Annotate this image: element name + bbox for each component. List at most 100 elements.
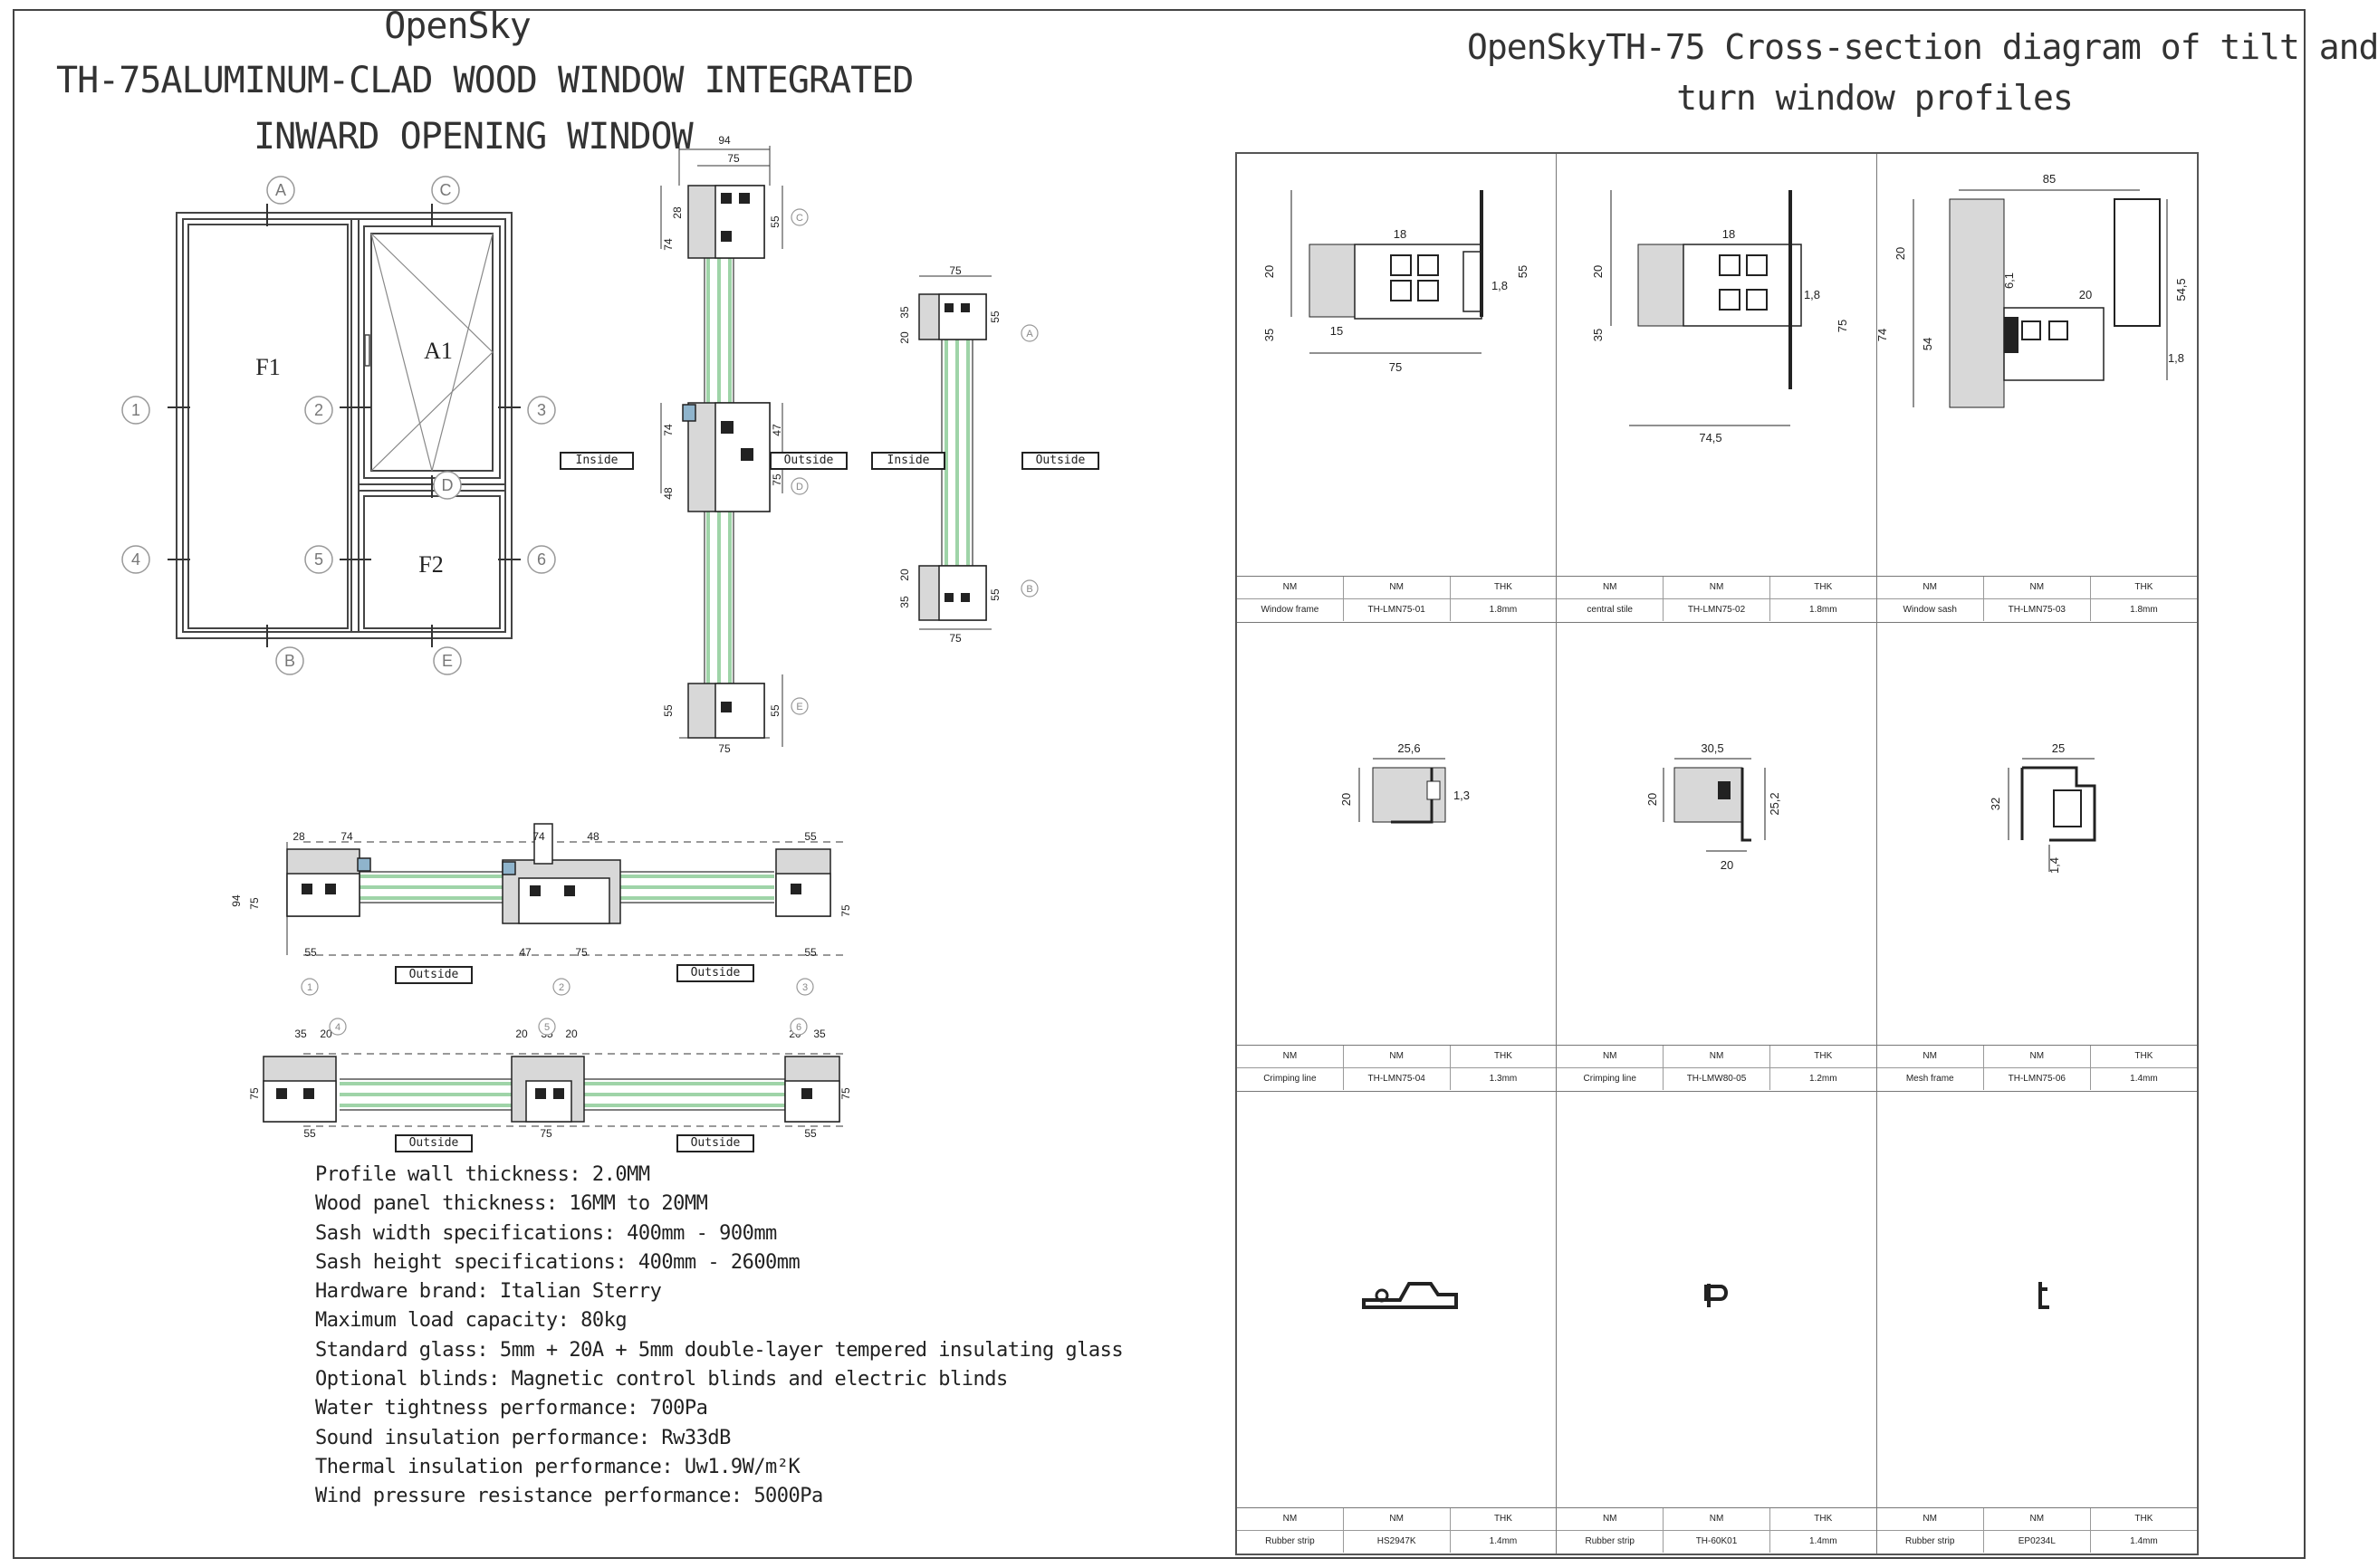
- profile-dim: 20: [1262, 265, 1276, 278]
- header-cell: THK: [1814, 1514, 1833, 1524]
- ss-dim-20: 20: [898, 331, 911, 344]
- header-cell: THK: [1493, 1051, 1512, 1061]
- hs-bot-dim-75c: 75: [839, 1087, 852, 1100]
- left-title-line3: INWARD OPENING WINDOW: [254, 116, 694, 158]
- profile-dim: 55: [1516, 265, 1529, 278]
- marker-2: 2: [314, 401, 323, 419]
- value-cell: 1.8mm: [1809, 605, 1837, 615]
- header-cell: NM: [1344, 1046, 1451, 1067]
- marker-4: 4: [131, 550, 140, 569]
- horizontal-section-top: 28 74 55 94 75 74 48 55 47 75 55 75 1 2 …: [230, 823, 852, 996]
- value-cell: TH-LMW80-05: [1664, 1068, 1770, 1090]
- vs-inside-tag: Inside: [560, 452, 634, 470]
- header-cell: NM: [1344, 577, 1451, 598]
- marker-C: C: [440, 181, 452, 199]
- profile-drawing: [1362, 1282, 1458, 1309]
- hs-bot-outside-tag-1: Outside: [395, 1134, 473, 1152]
- profile-dim: 18: [1722, 227, 1735, 241]
- value-cell: 1.3mm: [1489, 1074, 1518, 1084]
- value-cell: TH-LMN75-04: [1344, 1068, 1451, 1090]
- vs-dim-75: 75: [727, 152, 740, 165]
- header-cell: THK: [2134, 1051, 2153, 1061]
- vs-dim-55: 55: [769, 215, 781, 228]
- vs-outside-tag: Outside: [770, 452, 848, 470]
- hs-top-marker-1: 1: [307, 982, 312, 993]
- panel-F1: F1: [255, 354, 280, 380]
- right-title-line1: OpenSkyTH-75 Cross-section diagram of ti…: [1467, 27, 2378, 67]
- profile-drawing: [2038, 1282, 2049, 1309]
- spec-line: Wood panel thickness: 16MM to 20MM: [315, 1192, 708, 1216]
- value-cell: 1.4mm: [2130, 1074, 2158, 1084]
- profile-dim: 1,8: [1804, 288, 1820, 301]
- value-cell: TH-LMN75-01: [1344, 599, 1451, 621]
- spec-line: Profile wall thickness: 2.0MM: [315, 1163, 650, 1186]
- value-cell: 1.4mm: [2130, 1536, 2158, 1546]
- horizontal-section-bottom: 35 20 20 35 20 20 35 75 55 75 55 75 4 5 …: [248, 1018, 852, 1140]
- hs-top-marker-2: 2: [559, 982, 564, 993]
- value-cell: TH-LMN75-03: [1984, 599, 2091, 621]
- ss-marker-A: A: [1026, 329, 1033, 339]
- vs-marker-E: E: [796, 702, 802, 712]
- vs-dim-55b: 55: [662, 704, 675, 717]
- header-cell: NM: [1344, 1508, 1451, 1530]
- profile-dim: 54: [1921, 338, 1934, 350]
- hs-bot-dim-75b: 75: [540, 1127, 552, 1140]
- header-cell: NM: [1237, 1046, 1344, 1067]
- panel-A1: A1: [424, 338, 453, 364]
- value-cell: Rubber strip: [1237, 1531, 1344, 1553]
- hs-bot-dim-20: 20: [320, 1028, 332, 1040]
- profile-dim: 20: [1721, 858, 1733, 872]
- value-cell: Crimping line: [1557, 1068, 1664, 1090]
- spec-line: Thermal insulation performance: Uw1.9W/m…: [315, 1455, 801, 1478]
- vs-dim-74: 74: [662, 238, 675, 251]
- vs-dim-74b: 74: [662, 424, 675, 436]
- profile-dim: 20: [1591, 265, 1605, 278]
- profile-dim: 6,1: [2002, 272, 2016, 289]
- spec-line: Hardware brand: Italian Sterry: [315, 1280, 662, 1304]
- ss-outside-tag: Outside: [1021, 452, 1099, 470]
- header-cell: NM: [1237, 1508, 1344, 1530]
- window-elevation: A C B E D 1 2 3 4 5 6 F1 A1 F2: [121, 176, 556, 675]
- profile-dim: 20: [2078, 288, 2091, 301]
- marker-5: 5: [314, 550, 323, 569]
- profile-dim: 74: [1875, 329, 1889, 341]
- profile-dim: 35: [1591, 329, 1605, 341]
- header-cell: THK: [2134, 1514, 2153, 1524]
- header-cell: THK: [1814, 1051, 1833, 1061]
- header-cell: NM: [1557, 577, 1664, 598]
- spec-line: Standard glass: 5mm + 20A + 5mm double-l…: [315, 1338, 1124, 1362]
- spec-line: Optional blinds: Magnetic control blinds…: [315, 1368, 1008, 1391]
- hs-top-dim-28: 28: [292, 830, 305, 843]
- ss-dim-75b: 75: [949, 632, 962, 645]
- value-cell: Crimping line: [1237, 1068, 1344, 1090]
- marker-3: 3: [537, 401, 546, 419]
- header-cell: NM: [1877, 1508, 1984, 1530]
- vs-dim-48: 48: [662, 487, 675, 500]
- vs-dim-28: 28: [671, 206, 684, 219]
- profile-dim: 1,3: [1453, 789, 1470, 802]
- hs-top-dim-55: 55: [804, 830, 817, 843]
- hs-top-dim-55c: 55: [804, 946, 817, 959]
- hs-top-dim-74b: 74: [532, 830, 545, 843]
